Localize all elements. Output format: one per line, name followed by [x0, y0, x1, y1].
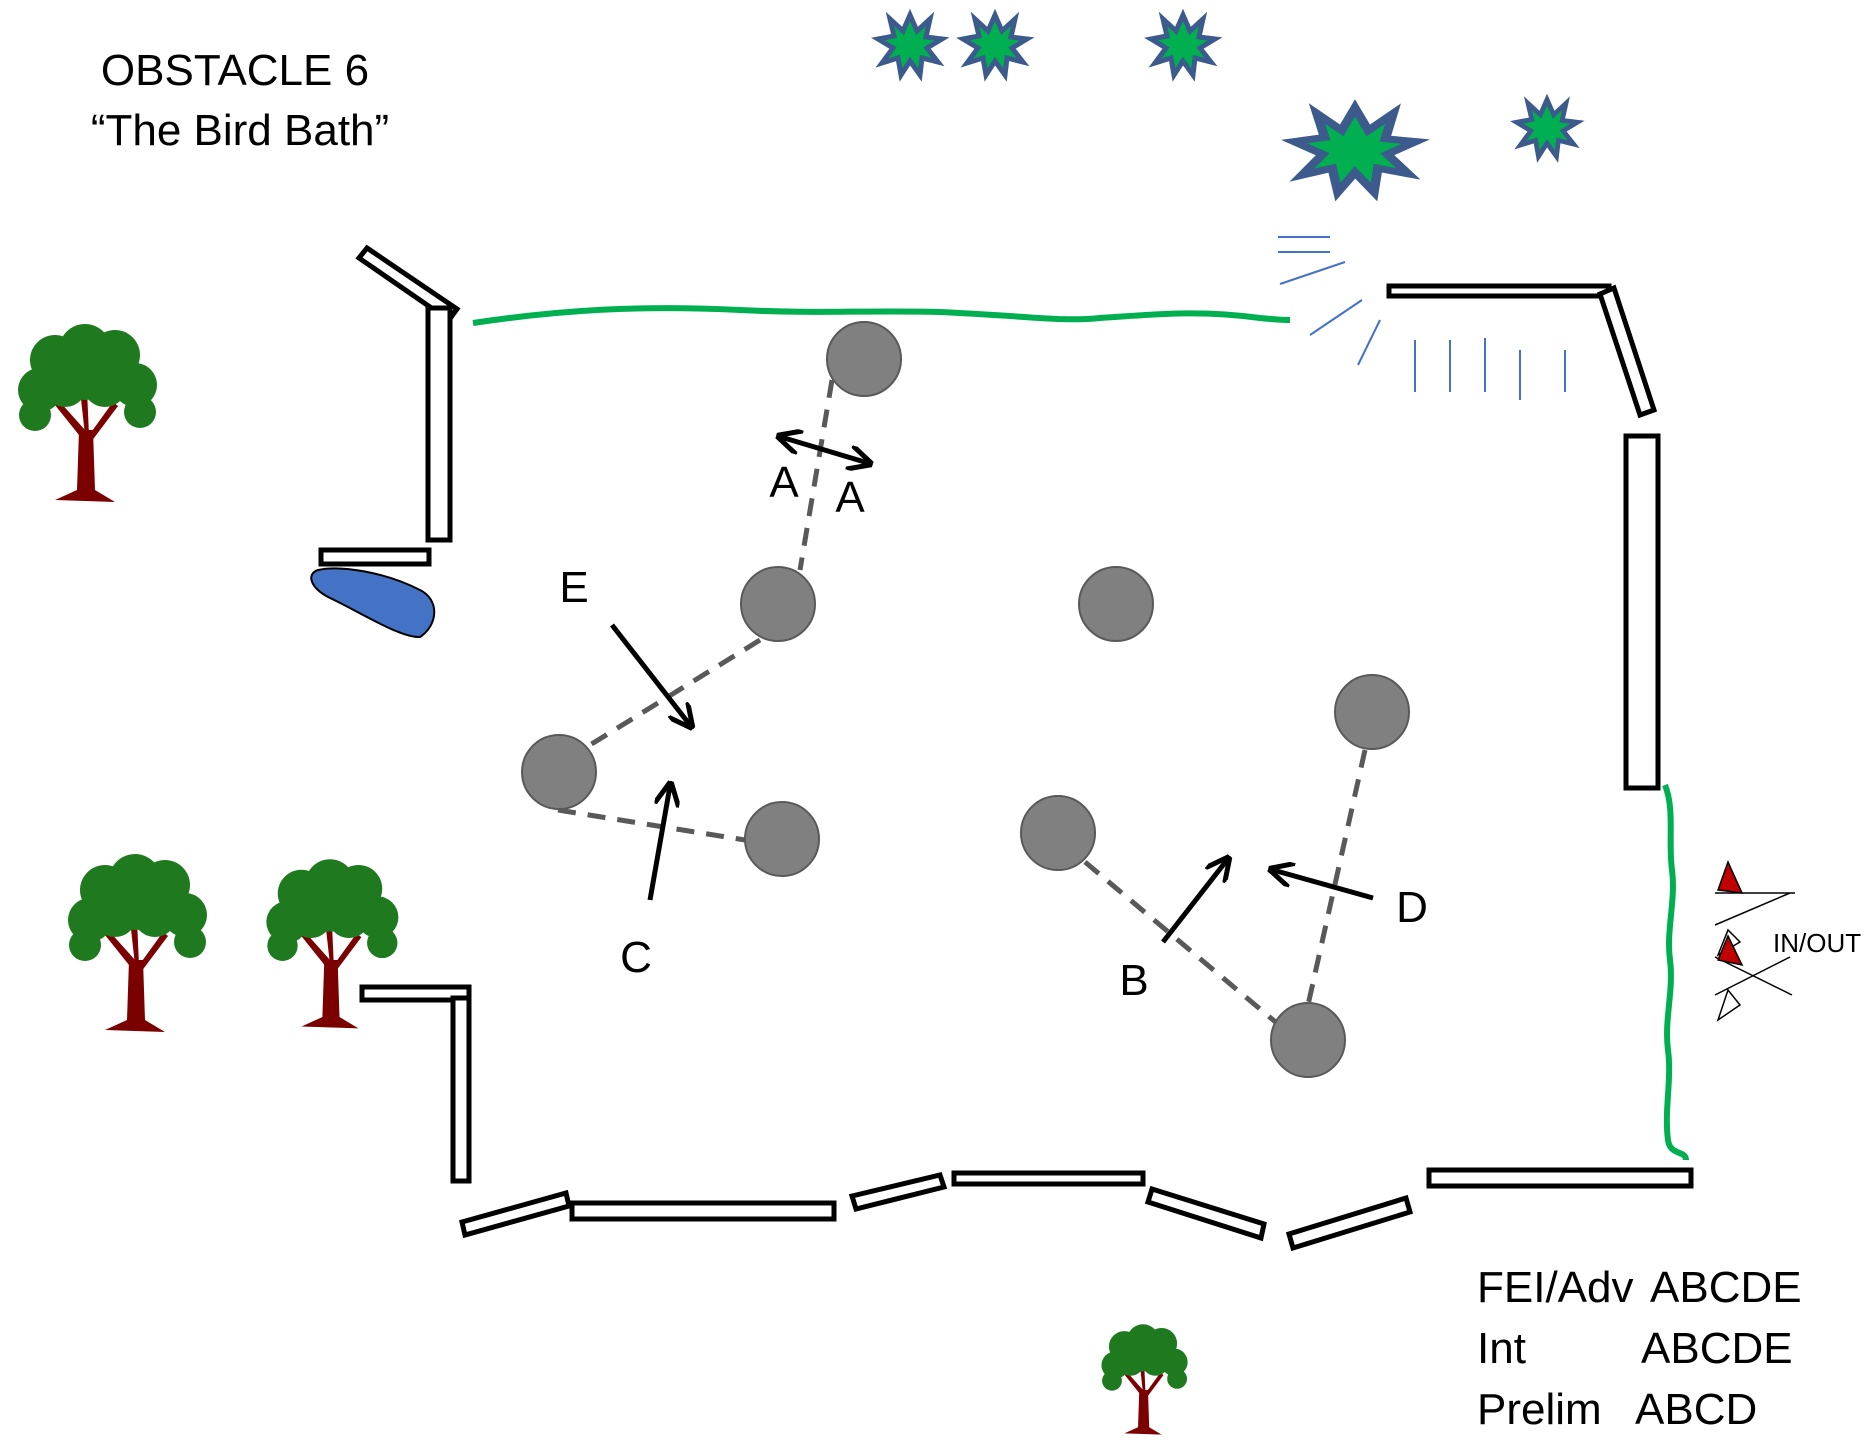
arrow-d [1273, 870, 1374, 901]
tree-icon [68, 854, 207, 1032]
legend-level: Prelim [1477, 1385, 1602, 1434]
bush-icon [963, 15, 1027, 75]
tree-icon [266, 859, 399, 1029]
pole [740, 566, 816, 642]
tree-icon [18, 324, 157, 502]
label-a-left: A [769, 458, 799, 507]
rope-fence-right [1662, 783, 1689, 1161]
flag-icon [1716, 859, 1744, 894]
label-c: C [620, 933, 652, 982]
pole [1334, 674, 1410, 750]
label-a-right: A [835, 473, 865, 522]
legend-level: FEI/Adv [1477, 1263, 1634, 1312]
entrance-gate [1714, 859, 1795, 1022]
splash-hatch [1278, 236, 1566, 400]
pole [1078, 566, 1154, 642]
legend-level: Int [1477, 1324, 1526, 1373]
pole [521, 734, 597, 810]
bush-icon [1151, 15, 1215, 75]
bird-bath-water-icon [310, 567, 436, 639]
pole [1020, 795, 1096, 871]
arrow-c [647, 786, 670, 901]
bush-icon [1517, 100, 1578, 157]
bush-icon [878, 15, 942, 75]
arrow-b [1161, 860, 1227, 944]
title-line-1: OBSTACLE 6 [101, 46, 369, 95]
pole [826, 321, 902, 397]
pole [744, 801, 820, 877]
flag-icon [1716, 934, 1744, 967]
title-line-2: “The Bird Bath” [91, 106, 389, 155]
bush-icon [1294, 108, 1416, 192]
arrow-e [610, 623, 690, 725]
label-d: D [1396, 883, 1428, 932]
pole [1270, 1002, 1346, 1078]
arena-walls [318, 244, 1694, 1252]
arrow-a [781, 437, 868, 463]
course-routes [557, 379, 1368, 1032]
label-b: B [1119, 956, 1148, 1005]
legend-elements: ABCD [1635, 1385, 1757, 1434]
approach-arrows [610, 437, 1374, 944]
legend-elements: ABCDE [1650, 1263, 1802, 1312]
tree-icon [1101, 1324, 1188, 1435]
obstacle-poles [521, 321, 1410, 1078]
rope-fence-top [472, 305, 1291, 326]
level-legend: FEI/Adv ABCDE Int ABCDE Prelim ABCD [1477, 1263, 1802, 1434]
legend-elements: ABCDE [1641, 1324, 1793, 1373]
entrance-label: IN/OUT [1773, 928, 1861, 958]
label-e: E [559, 563, 588, 612]
